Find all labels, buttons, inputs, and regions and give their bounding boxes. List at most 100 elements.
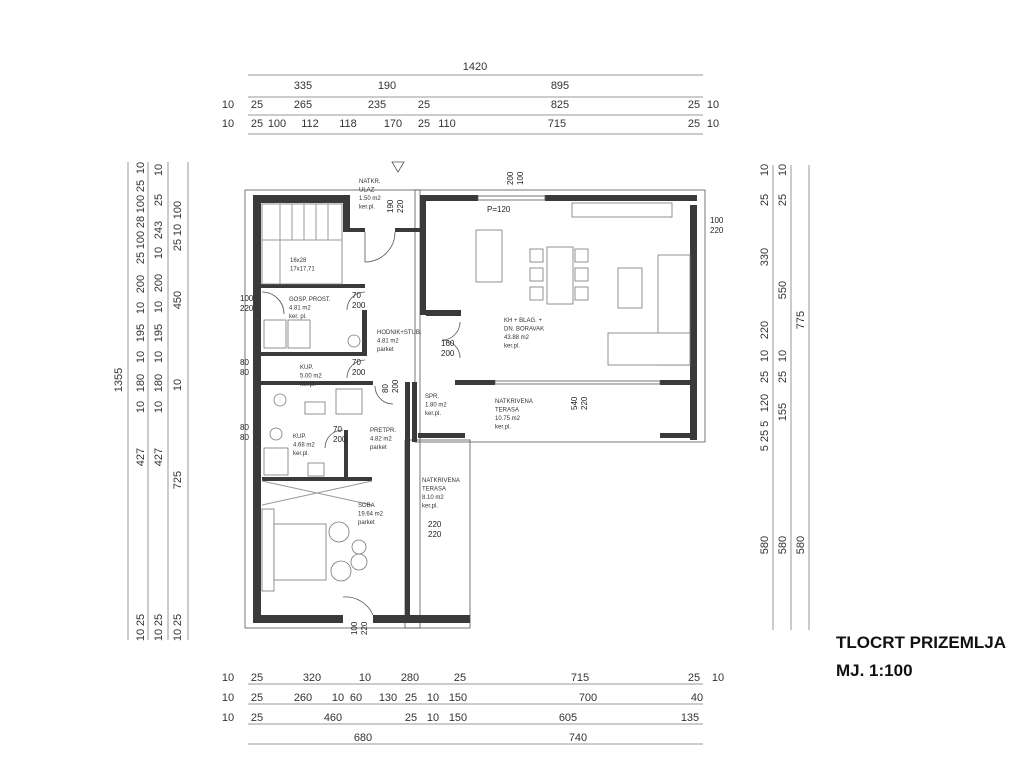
room-label-line: 17x17,71 [290,267,315,273]
dimension-label: 25 [135,614,147,626]
dimension-label: 5 25 5 [759,421,771,452]
dimension-label: 150 [449,712,467,724]
dimension-label: 110 [438,118,456,130]
dimension-label: 25 [172,239,184,251]
room-label-line: 4.68 m2 [293,443,315,449]
dimension-label: 10 [153,401,165,413]
dimension-label: 25 [777,371,789,383]
room-label-line: SOBA [358,503,375,509]
dimension-label: 680 [354,732,372,744]
dimension-label: 112 [301,118,319,130]
room-label-line: ker.pl. [300,382,316,388]
room-label-line: NATKRIVENA [422,478,460,484]
dimension-label: 775 [795,311,807,329]
opening-dimension-value: 70 [352,291,361,300]
dimension-label: 10 [222,118,234,130]
dimension-label: 190 [378,80,396,92]
dimension-label: 10 [759,164,771,176]
dimension-label: 100 [135,231,147,249]
opening-dimension: P=120 [487,205,511,214]
drawing-title: TLOCRT PRIZEMLJA MJ. 1:100 [836,629,1006,685]
dimension-label: 25 [759,194,771,206]
opening-dimension-value: 80 [240,423,249,432]
dimension-label: 335 [294,80,312,92]
dimension-label: 605 [559,712,577,724]
opening-dimension-value: 200 [391,379,400,393]
opening-dimension-value: 100 [710,216,724,225]
opening-dimension-value: 220 [360,621,369,635]
room-label-line: parket [358,520,375,526]
dimension-label: 10 [777,164,789,176]
title-name: TLOCRT PRIZEMLJA [836,633,1006,652]
opening-dimension-value: 70 [352,358,361,367]
dimension-label: 10 [777,350,789,362]
dimension-label: 195 [135,324,147,342]
dimension-label: 25 [251,118,263,130]
dimension-label: 25 [688,118,700,130]
dimension-label: 25 [135,180,147,192]
dimension-label: 25 [153,194,165,206]
dimension-label: 25 [172,614,184,626]
dimension-label: 118 [339,118,357,130]
room-label-line: 4.81 m2 [289,306,311,312]
dimension-lines [127,74,810,745]
opening-dimension-value: 220 [710,226,724,235]
dimension-label: 427 [153,448,165,466]
opening-dimension-value: 200 [352,301,366,310]
dimension-label: 60 [350,692,362,704]
room-label-line: SPR. [425,394,439,400]
dimension-label: 10 [222,712,234,724]
room-label-line: 4.82 m2 [370,437,392,443]
dimension-label: 10 [222,99,234,111]
dimension-label: 265 [294,99,312,111]
dimension-label: 280 [401,672,419,684]
dimension-label: 700 [579,692,597,704]
opening-dimension-value: 100 [516,171,525,185]
dimension-label: 25 [418,118,430,130]
opening-dimension-value: 80 [240,433,249,442]
opening-dimension-value: 220 [428,520,442,529]
dimension-label: 10 [135,629,147,641]
dimension-label: 427 [135,448,147,466]
dimension-label: 10 [135,302,147,314]
dimension-label: 580 [777,536,789,554]
opening-dimension-value: 80 [240,368,249,377]
dimension-label: 25 [688,99,700,111]
dimension-label: 10 [222,692,234,704]
dimension-label: 10 [153,301,165,313]
room-label-line: ker. pl. [289,314,307,320]
room-label-line: 4.81 m2 [377,339,399,345]
room-label-line: ker.pl. [425,411,441,417]
dimension-label: 460 [324,712,342,724]
dimension-label: 550 [777,281,789,299]
dimension-label: 10 [153,247,165,259]
dimension-label: 10 [172,224,184,236]
walls [244,189,706,629]
room-label-line: 8.10 m2 [422,495,444,501]
dimension-label: 10 [707,99,719,111]
dimension-label: 450 [172,291,184,309]
dimension-label: 10 [712,672,724,684]
dimension-label: 120 [759,394,771,412]
dimension-label: 10 [153,351,165,363]
dimension-label: 10 [172,379,184,391]
dimension-label: 725 [172,471,184,489]
dimension-label: 100 [172,201,184,219]
dimension-label: 10 [707,118,719,130]
dimension-label: 25 [153,614,165,626]
opening-dimension-value: 100 [240,294,254,303]
opening-dimension-value: 160 [441,339,455,348]
room-label-line: ker.pl. [495,425,511,431]
room-label-line: 16x28 [290,258,307,264]
dimension-label: 25 [251,712,263,724]
